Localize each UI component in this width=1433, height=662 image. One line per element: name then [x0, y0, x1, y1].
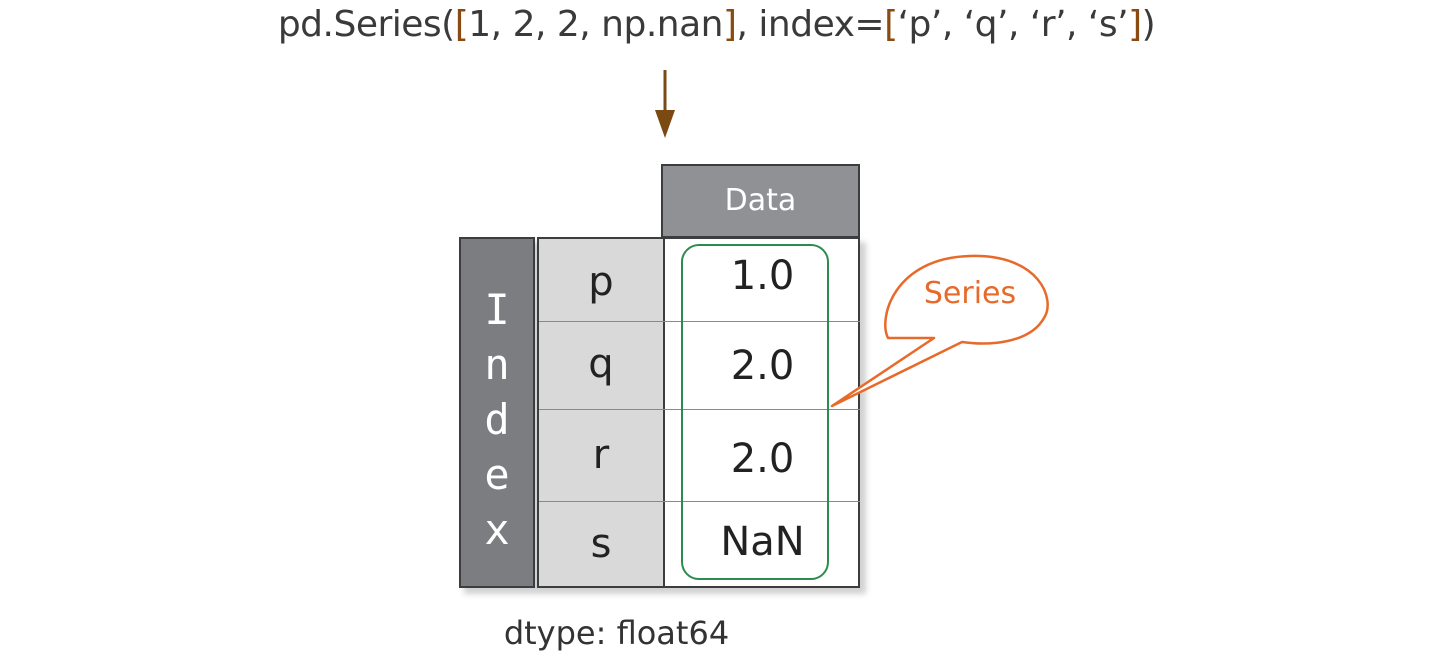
index-letter: x: [484, 505, 510, 554]
code-prefix: pd.Series(: [277, 4, 455, 45]
value-cell-r: 2.0: [730, 436, 795, 482]
code-bracket-close-2: ]: [1128, 4, 1142, 45]
code-index-values: ‘p’, ‘q’, ‘r’, ‘s’: [897, 4, 1129, 45]
index-letter: n: [484, 340, 510, 389]
index-letter: I: [484, 285, 510, 334]
code-values: 1, 2, 2, np.nan: [468, 4, 723, 45]
row-divider: [539, 409, 860, 410]
code-suffix: ): [1141, 4, 1156, 45]
code-middle: , index=: [736, 4, 885, 45]
index-letter: e: [484, 450, 510, 499]
index-cell-s: s: [590, 521, 612, 567]
code-bracket-open-2: [: [884, 4, 898, 45]
index-column: [539, 239, 665, 586]
series-highlight-box: [681, 244, 829, 580]
speech-bubble-icon: [830, 254, 1049, 408]
code-bracket-close: ]: [722, 4, 737, 45]
value-cell-s: NaN: [720, 519, 805, 565]
index-bar: I n d e x: [459, 237, 535, 588]
row-divider: [539, 321, 860, 322]
index-cell-q: q: [588, 341, 614, 387]
series-table: p q r s 1.0 2.0 2.0 NaN: [537, 237, 860, 588]
down-arrow-icon: [655, 70, 675, 138]
dtype-label: dtype: float64: [503, 614, 730, 652]
value-cell-q: 2.0: [730, 343, 795, 389]
data-column-header: Data: [661, 164, 860, 238]
index-letter: d: [484, 395, 510, 444]
row-divider: [539, 501, 860, 502]
series-callout-label: Series: [923, 276, 1017, 311]
index-vertical-label: I n d e x: [461, 283, 533, 558]
code-expression: pd.Series([1, 2, 2, np.nan], index=[‘p’,…: [0, 4, 1433, 45]
value-cell-p: 1.0: [730, 253, 795, 299]
code-bracket-open: [: [454, 4, 469, 45]
index-cell-p: p: [588, 259, 614, 305]
index-cell-r: r: [592, 432, 610, 478]
